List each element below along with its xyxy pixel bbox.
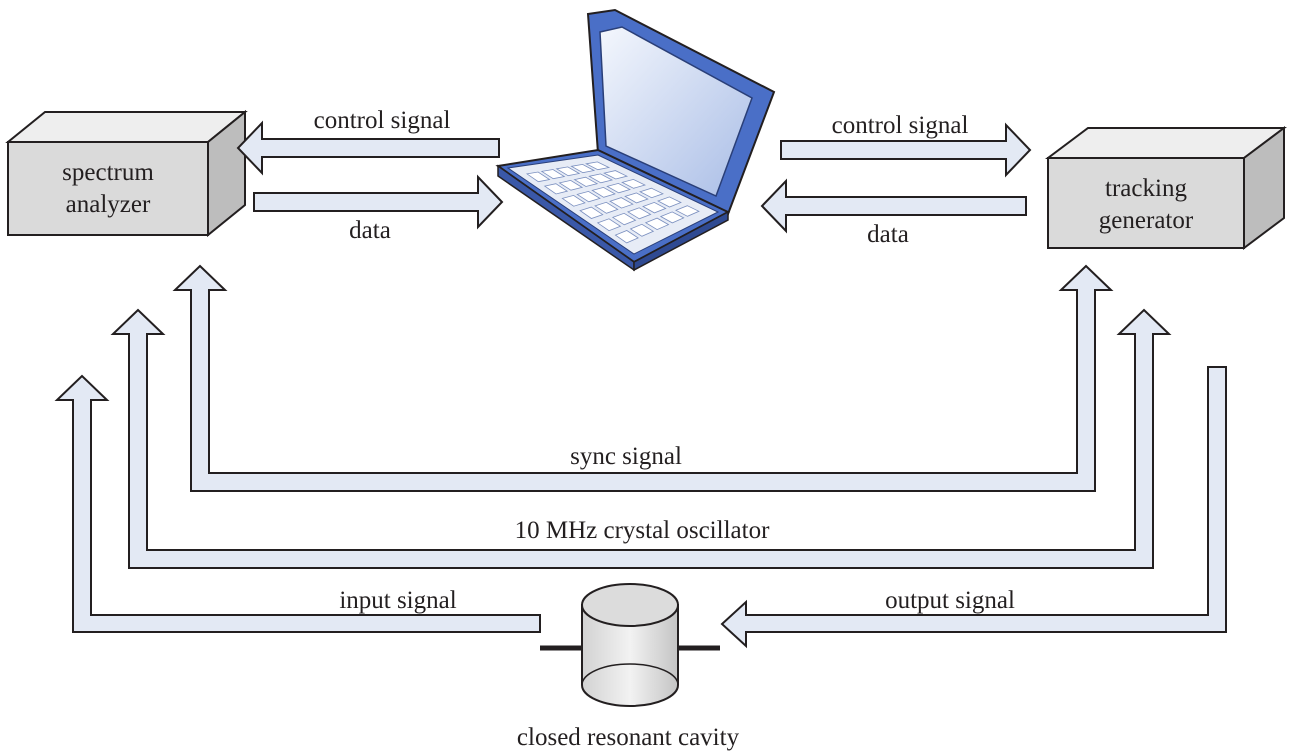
tracking-generator-label-line2: generator	[1099, 207, 1194, 234]
cavity-label: closed resonant cavity	[517, 724, 740, 751]
spectrum-analyzer-label-line2: analyzer	[66, 191, 151, 218]
control-signal-label-right: control signal	[832, 112, 969, 139]
laptop-key	[543, 183, 569, 195]
laptop-key	[585, 161, 611, 171]
laptop-key	[659, 211, 685, 224]
data-label-right: data	[867, 221, 909, 248]
laptop-key	[629, 223, 655, 237]
laptop-key	[644, 217, 670, 231]
laptop-key	[555, 166, 581, 177]
laptop-key	[675, 205, 700, 217]
input-signal-label: input signal	[339, 587, 456, 614]
laptop-key	[639, 187, 664, 199]
laptop-key	[540, 169, 566, 180]
laptop-key	[657, 196, 682, 208]
sync-signal-arrow	[172, 264, 1114, 492]
laptop-key	[609, 197, 634, 209]
laptop-key	[525, 171, 551, 183]
control-signal-arrow-right	[780, 122, 1032, 178]
data-arrow-left	[253, 174, 504, 230]
laptop-key	[603, 170, 629, 180]
sync-signal-label: sync signal	[570, 443, 682, 470]
laptop-key	[624, 192, 649, 204]
laptop-key	[588, 173, 614, 184]
input-signal-arrow	[54, 374, 541, 633]
laptop-key	[591, 186, 616, 198]
laptop-keyboard	[525, 161, 700, 244]
laptop-key	[621, 178, 647, 189]
laptop-key	[579, 206, 604, 219]
spectrum-analyzer-box: spectrum analyzer	[5, 109, 248, 238]
laptop-key	[596, 218, 622, 232]
data-arrow-right	[760, 178, 1027, 234]
laptop-key	[561, 194, 586, 207]
cylinder-cavity-icon	[540, 583, 720, 707]
laptop-key	[606, 182, 631, 194]
laptop-key	[558, 179, 584, 191]
laptop-key	[614, 230, 639, 244]
output-signal-arrow	[720, 366, 1227, 649]
spectrum-analyzer-label-line1: spectrum	[62, 159, 154, 186]
tracking-generator-label-line1: tracking	[1105, 175, 1187, 202]
laptop-key	[611, 212, 637, 226]
output-signal-label: output signal	[885, 587, 1015, 614]
laptop-icon	[495, 8, 776, 272]
tracking-generator-box: tracking generator	[1045, 126, 1287, 250]
oscillator-label: 10 MHz crystal oscillator	[515, 517, 770, 544]
laptop-key	[576, 190, 601, 203]
laptop-key	[573, 176, 599, 187]
data-label-left: data	[349, 217, 391, 244]
laptop-key	[642, 201, 667, 214]
laptop-key	[570, 163, 596, 174]
laptop-key	[626, 207, 652, 220]
oscillator-arrow	[110, 308, 1172, 569]
laptop-key	[594, 201, 619, 214]
control-signal-label-left: control signal	[314, 107, 451, 134]
control-signal-arrow-left	[236, 120, 500, 176]
